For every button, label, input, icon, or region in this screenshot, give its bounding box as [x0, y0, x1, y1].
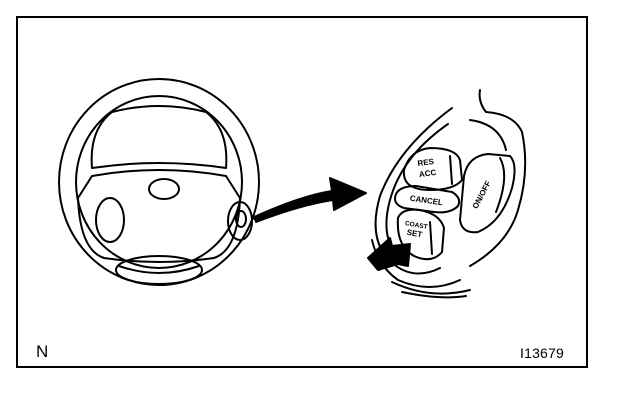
cruise-switch-assembly	[371, 89, 527, 299]
coast-set-label-bottom: SET	[406, 228, 423, 240]
res-acc-label-top: RES	[417, 157, 435, 168]
on-off-label: ON/OFF	[471, 179, 493, 210]
cancel-label: CANCEL	[409, 194, 443, 208]
res-acc-label-bottom: ACC	[418, 168, 437, 179]
corner-code: N	[36, 342, 49, 361]
coast-set-label-top: COAST	[404, 220, 428, 231]
figure-frame	[16, 16, 588, 368]
figure-id: I13679	[520, 345, 565, 361]
push-arrow	[367, 237, 411, 271]
pointer-arrow	[251, 177, 367, 223]
steering-wheel	[58, 78, 260, 286]
